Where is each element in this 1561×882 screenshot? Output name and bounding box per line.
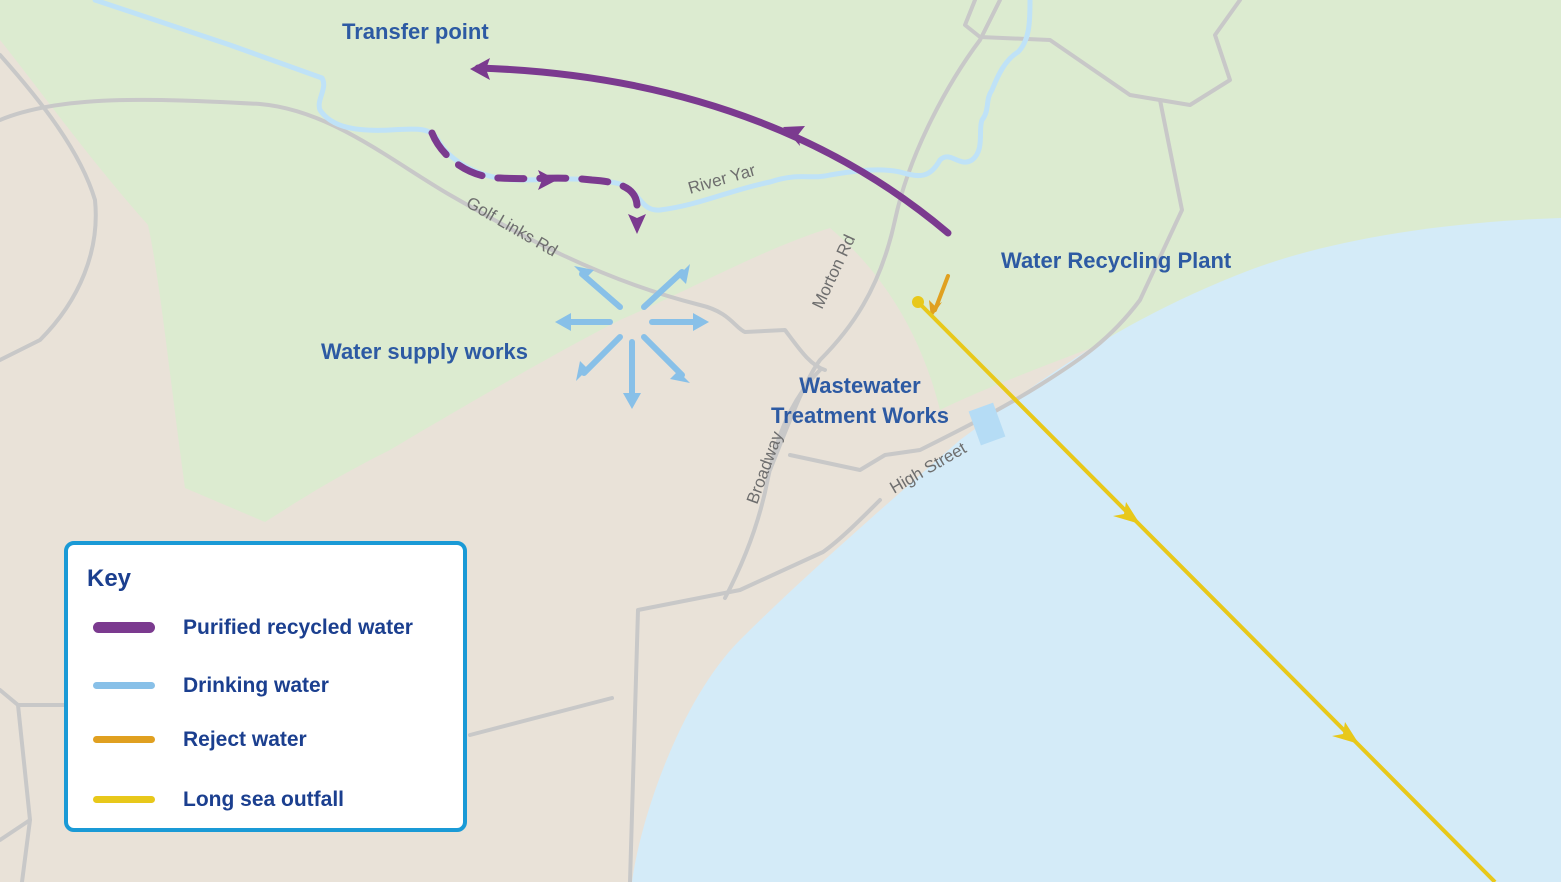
label-water-supply-works: Water supply works (321, 339, 528, 364)
key-label-reject: Reject water (183, 728, 307, 751)
purified-water-arrowhead-mid (783, 126, 805, 146)
road-west-2 (0, 688, 66, 882)
key-label-outfall: Long sea outfall (183, 788, 345, 811)
road-west-1 (0, 53, 98, 362)
key-item-drinking: Drinking water (88, 671, 458, 701)
road-north (963, 0, 1242, 107)
purified-water-arrowhead-end (470, 58, 490, 80)
label-wastewater-line2: Treatment Works (771, 403, 949, 428)
key-label-drinking: Drinking water (183, 674, 329, 697)
purified-water-route (474, 64, 952, 237)
road-broadway (723, 368, 822, 600)
reject-swatch (93, 736, 155, 743)
road-south (628, 498, 882, 882)
road-coast (788, 98, 1184, 472)
label-transfer-point: Transfer point (342, 19, 489, 44)
road-southwest (468, 696, 614, 737)
key-label-purified: Purified recycled water (183, 616, 413, 639)
key-item-purified: Purified recycled water (88, 613, 458, 643)
river-yar (92, 0, 1033, 213)
map-key: Key Purified recycled water Drinking wat… (64, 541, 467, 832)
key-item-outfall: Long sea outfall (88, 785, 458, 815)
purified-swatch (93, 622, 155, 633)
key-title: Key (87, 565, 132, 592)
purified-water-river-arrow-1 (538, 170, 557, 190)
label-water-recycling-plant: Water Recycling Plant (1001, 248, 1232, 273)
purified-water-river-route (428, 129, 641, 209)
outfall-swatch (93, 796, 155, 803)
purified-water-river-arrow-2 (628, 214, 646, 234)
treatment-works-site (968, 402, 1006, 446)
drinking-swatch (93, 682, 155, 689)
label-wastewater-line1: Wastewater (799, 373, 921, 398)
road-golf-links (0, 97, 827, 372)
key-item-reject: Reject water (88, 725, 458, 755)
drinking-water-distribution (555, 264, 709, 409)
long-sea-outfall-route (912, 296, 1497, 882)
roads (0, 0, 1242, 882)
